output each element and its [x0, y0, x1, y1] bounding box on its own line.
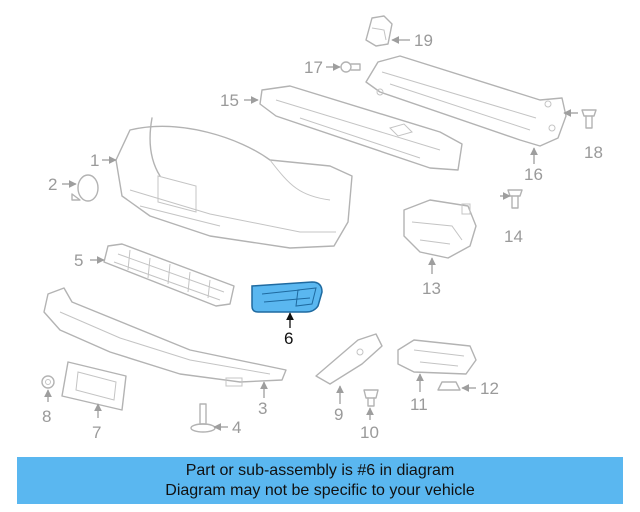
- callout-10: 10: [360, 423, 379, 442]
- part-14-bolt: [507, 189, 523, 209]
- callout-11: 11: [410, 395, 428, 414]
- part-9-bracket: [315, 333, 383, 385]
- callout-4: 4: [232, 418, 241, 437]
- callout-16: 16: [524, 165, 543, 184]
- callout-15: 15: [220, 91, 239, 110]
- part-12-clip: [437, 381, 461, 391]
- callout-13: 13: [422, 279, 441, 298]
- callout-14: 14: [504, 227, 523, 246]
- callout-18: 18: [584, 143, 603, 162]
- part-6-highlighted-insert: [251, 281, 323, 313]
- part-17-bolt: [340, 61, 361, 73]
- callout-17: 17: [304, 58, 323, 77]
- callout-19: 19: [414, 31, 433, 50]
- part-5-grille: [103, 243, 235, 307]
- part-13-bracket: [403, 199, 477, 259]
- callout-6: 6: [284, 329, 293, 348]
- callout-12: 12: [480, 379, 499, 398]
- part-11-bracket: [397, 339, 477, 375]
- part-2-cap: [71, 174, 99, 202]
- callout-labels: 19 17 18 15 16 1 2 14 13 5 6 3 4 7 8 9 1…: [42, 31, 603, 442]
- part-8-nut: [41, 375, 55, 389]
- callout-3: 3: [258, 399, 267, 418]
- part-18-bolt: [581, 109, 597, 129]
- callout-9: 9: [334, 405, 343, 424]
- part-15-absorber: [259, 85, 463, 171]
- part-1-bumper-cover: [115, 117, 353, 249]
- callout-1: 1: [90, 151, 99, 170]
- info-banner: Part or sub-assembly is #6 in diagram Di…: [17, 457, 623, 504]
- callout-7: 7: [92, 423, 101, 442]
- part-16-reinforcement: [365, 55, 567, 147]
- callout-leaders: [44, 36, 578, 431]
- part-3-lower-spoiler: [43, 287, 287, 387]
- banner-line-2: Diagram may not be specific to your vehi…: [165, 481, 475, 499]
- part-7-plate-bracket: [61, 361, 127, 411]
- callout-8: 8: [42, 407, 51, 426]
- callout-2: 2: [48, 175, 57, 194]
- part-10-pin: [363, 389, 379, 407]
- part-19-clip: [365, 15, 393, 47]
- callout-5: 5: [74, 251, 83, 270]
- part-4-bolt: [190, 403, 216, 433]
- banner-line-1: Part or sub-assembly is #6 in diagram: [185, 461, 455, 479]
